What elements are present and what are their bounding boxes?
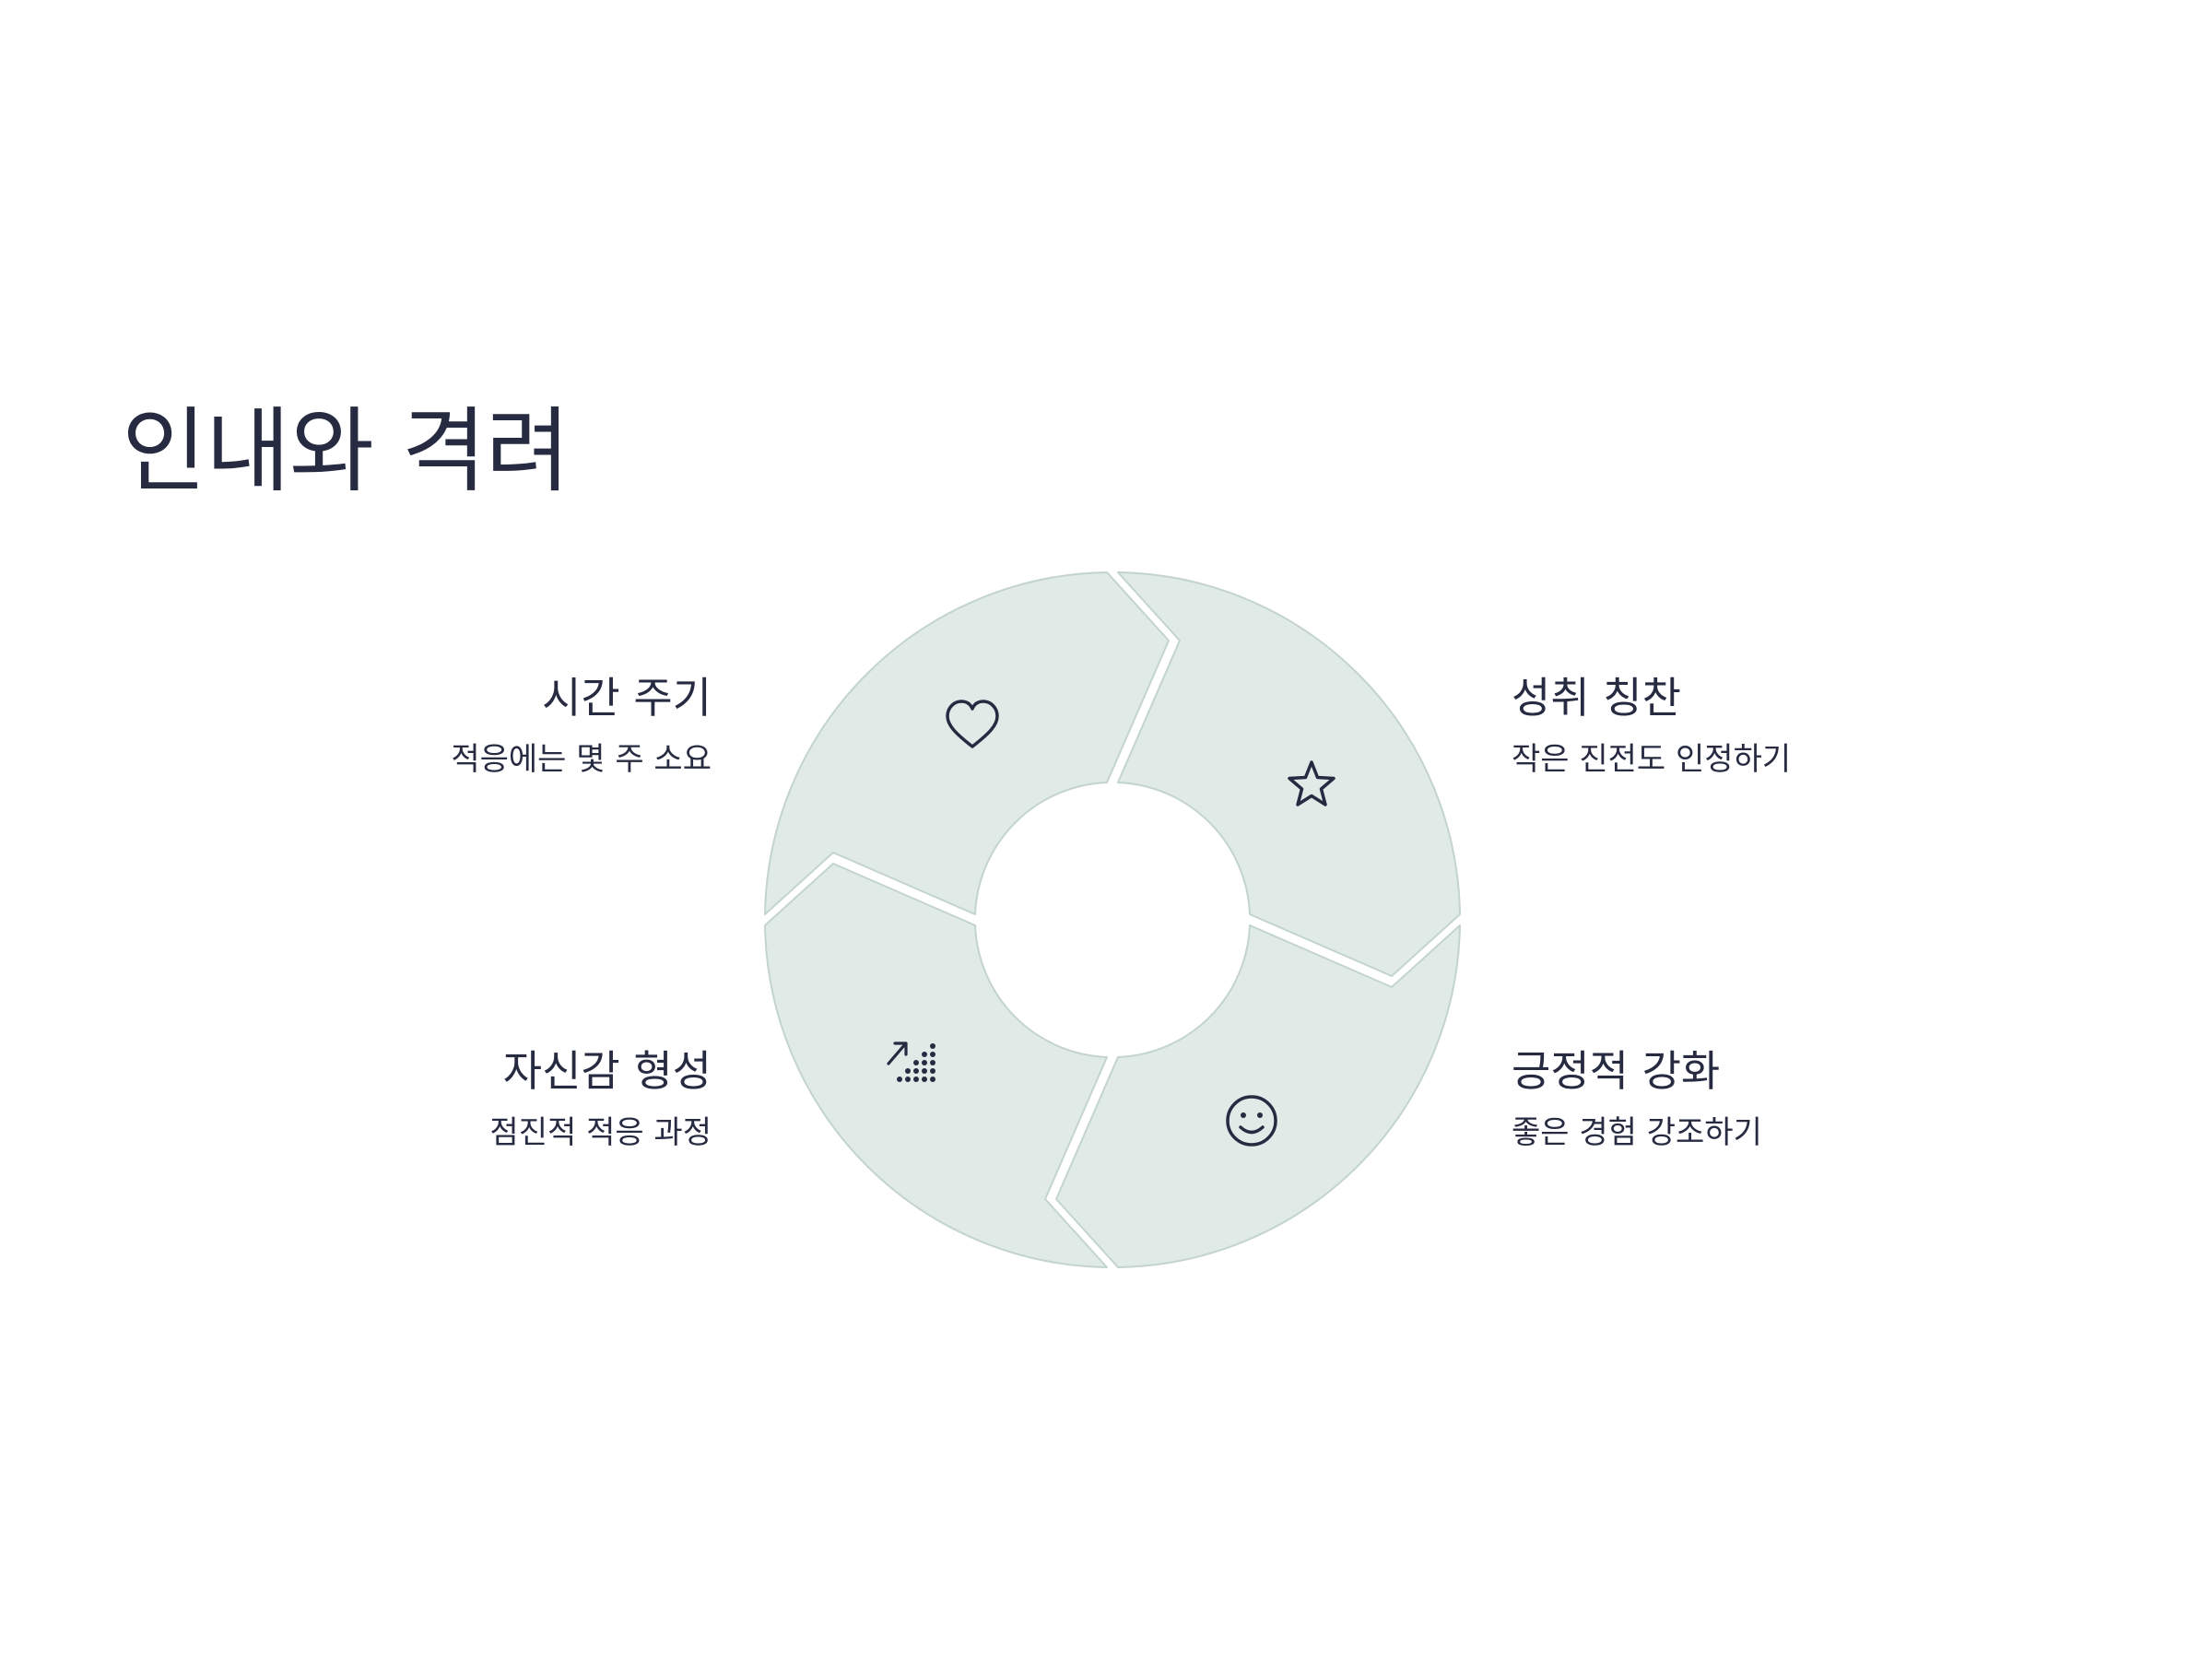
segment-title: 성취 칭찬 [1512,673,1681,723]
segment-bottom-left [764,863,1108,1268]
star-icon [1288,760,1335,806]
cycle-segments [764,571,1461,1268]
segment-description: 좋은 경험 강조하기 [1512,1114,1762,1151]
segment-title: 시간 주기 [542,673,712,723]
segment-title: 긍정적 강화 [1512,1046,1721,1096]
segment-label-praise: 성취 칭찬 작은 진전도 인정하기 [1512,670,1991,781]
segment-description: 점진적 적응 과정 [489,1114,712,1151]
segment-label-reinforcement: 긍정적 강화 좋은 경험 강조하기 [1512,1043,1991,1154]
smiley-icon [1226,1095,1277,1147]
growth-chart-icon [887,1041,935,1082]
segment-label-confidence: 자신감 형성 점진적 적응 과정 [232,1043,712,1154]
segment-description: 작은 진전도 인정하기 [1512,741,1792,778]
segment-label-time: 시간 주기 적응에는 몇 주 소요 [232,670,712,781]
segment-top-right [1117,571,1461,977]
segment-description: 적응에는 몇 주 소요 [451,741,712,778]
page-title: 인내와 격려 [122,397,571,505]
segment-title: 자신감 형성 [502,1046,712,1096]
heart-icon [946,700,999,748]
